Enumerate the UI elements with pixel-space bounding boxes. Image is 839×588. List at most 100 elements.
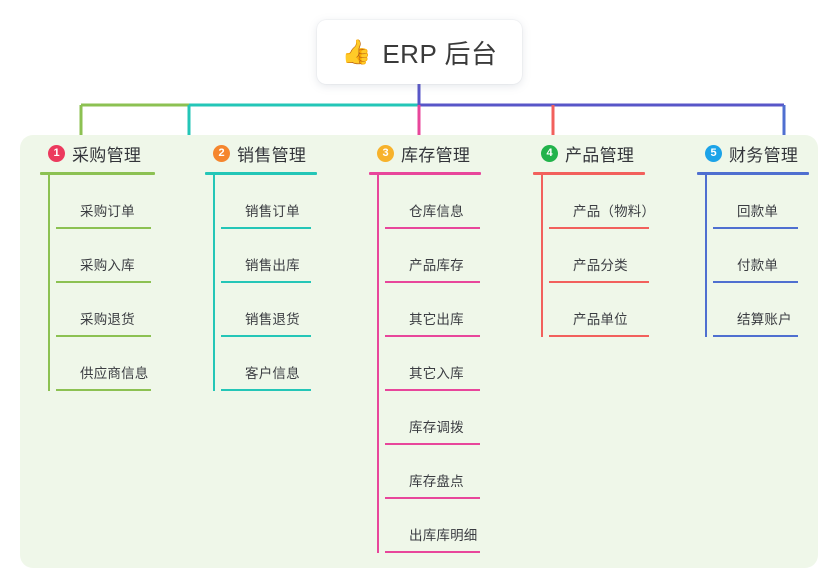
leaf-rule <box>385 389 480 391</box>
leaf-item[interactable]: 销售出库 <box>221 229 317 283</box>
branch-title-1: 采购管理 <box>72 145 142 165</box>
branch-column-3: 3 库存管理仓库信息产品库存其它出库其它入库库存调拨库存盘点出库库明细 <box>369 135 481 553</box>
leaf-rule <box>713 281 798 283</box>
leaf-rule <box>221 335 311 337</box>
leaf-label: 产品库存 <box>409 258 464 273</box>
leaf-label: 销售退货 <box>245 312 300 327</box>
leaf-item[interactable]: 销售订单 <box>221 175 317 229</box>
leaf-rule <box>385 551 480 553</box>
branch-badge-5: 5 <box>705 144 722 162</box>
leaf-label: 付款单 <box>737 258 779 273</box>
root-node-inner: 👍 ERP 后台 <box>341 34 497 71</box>
leaf-item[interactable]: 其它出库 <box>385 283 481 337</box>
leaf-item[interactable]: 产品库存 <box>385 229 481 283</box>
leaf-rule <box>56 227 151 229</box>
leaf-rule <box>549 227 649 229</box>
leaf-label: 其它入库 <box>409 366 464 381</box>
root-node[interactable]: 👍 ERP 后台 <box>317 20 522 84</box>
branch-spine-1 <box>48 175 50 391</box>
leaf-item[interactable]: 仓库信息 <box>385 175 481 229</box>
branch-spine-5 <box>705 175 707 337</box>
leaf-rule <box>221 389 311 391</box>
leaf-rule <box>56 335 151 337</box>
branch-badge-1: 1 <box>48 144 65 162</box>
leaf-item[interactable]: 采购订单 <box>56 175 155 229</box>
leaf-item[interactable]: 出库库明细 <box>385 499 481 553</box>
leaf-item[interactable]: 库存调拨 <box>385 391 481 445</box>
branch-title-3: 库存管理 <box>401 145 471 165</box>
branch-header-2[interactable]: 2 销售管理 <box>205 135 317 171</box>
branches-panel <box>20 135 818 568</box>
leaf-label: 采购退货 <box>80 312 135 327</box>
leaf-label: 回款单 <box>737 204 779 219</box>
leaf-item[interactable]: 付款单 <box>713 229 809 283</box>
branch-spine-4 <box>541 175 543 337</box>
leaf-rule <box>56 281 151 283</box>
branch-header-rule-5 <box>697 172 809 175</box>
leaf-rule <box>549 335 649 337</box>
leaf-label: 供应商信息 <box>80 366 149 381</box>
branch-title-4: 产品管理 <box>565 145 635 165</box>
branch-header-rule-4 <box>533 172 645 175</box>
leaf-label: 采购入库 <box>80 258 135 273</box>
branch-header-rule-2 <box>205 172 317 175</box>
branch-header-4[interactable]: 4 产品管理 <box>533 135 655 171</box>
branch-header-3[interactable]: 3 库存管理 <box>369 135 481 171</box>
leaf-item[interactable]: 采购退货 <box>56 283 155 337</box>
branch-children-5: 回款单付款单结算账户 <box>697 175 809 337</box>
leaf-rule <box>385 227 480 229</box>
branch-badge-4: 4 <box>541 144 558 162</box>
leaf-item[interactable]: 产品（物料） <box>549 175 655 229</box>
branch-column-2: 2 销售管理销售订单销售出库销售退货客户信息 <box>205 135 317 391</box>
leaf-label: 客户信息 <box>245 366 300 381</box>
branch-children-4: 产品（物料） 产品分类产品单位 <box>533 175 655 337</box>
leaf-label: 产品单位 <box>573 312 628 327</box>
branch-children-2: 销售订单销售出库销售退货客户信息 <box>205 175 317 391</box>
branch-badge-3: 3 <box>377 144 394 162</box>
leaf-label: 结算账户 <box>737 312 792 327</box>
leaf-rule <box>221 227 311 229</box>
branch-title-5: 财务管理 <box>729 145 799 165</box>
leaf-item[interactable]: 客户信息 <box>221 337 317 391</box>
leaf-item[interactable]: 采购入库 <box>56 229 155 283</box>
leaf-rule <box>385 281 480 283</box>
branch-children-1: 采购订单采购入库采购退货供应商信息 <box>40 175 155 391</box>
leaf-rule <box>385 443 480 445</box>
leaf-label: 销售出库 <box>245 258 300 273</box>
branch-spine-3 <box>377 175 379 553</box>
leaf-rule <box>713 335 798 337</box>
branch-header-rule-3 <box>369 172 481 175</box>
leaf-rule <box>385 497 480 499</box>
thumbs-up-icon: 👍 <box>341 39 372 66</box>
leaf-label: 产品（物料） <box>573 204 656 219</box>
branch-column-5: 5 财务管理回款单付款单结算账户 <box>697 135 809 337</box>
leaf-item[interactable]: 库存盘点 <box>385 445 481 499</box>
leaf-rule <box>56 389 151 391</box>
leaf-item[interactable]: 供应商信息 <box>56 337 155 391</box>
branch-column-1: 1 采购管理采购订单采购入库采购退货供应商信息 <box>40 135 155 391</box>
branch-title-2: 销售管理 <box>237 145 307 165</box>
leaf-label: 仓库信息 <box>409 204 464 219</box>
branch-badge-2: 2 <box>213 144 230 162</box>
leaf-label: 库存盘点 <box>409 474 464 489</box>
branch-header-1[interactable]: 1 采购管理 <box>40 135 155 171</box>
leaf-rule <box>385 335 480 337</box>
leaf-label: 产品分类 <box>573 258 628 273</box>
leaf-item[interactable]: 其它入库 <box>385 337 481 391</box>
leaf-item[interactable]: 结算账户 <box>713 283 809 337</box>
root-title: ERP 后台 <box>382 38 498 69</box>
leaf-rule <box>221 281 311 283</box>
leaf-item[interactable]: 销售退货 <box>221 283 317 337</box>
leaf-label: 销售订单 <box>245 204 300 219</box>
branch-header-rule-1 <box>40 172 155 175</box>
leaf-rule <box>713 227 798 229</box>
leaf-item[interactable]: 回款单 <box>713 175 809 229</box>
leaf-label: 其它出库 <box>409 312 464 327</box>
leaf-item[interactable]: 产品分类 <box>549 229 655 283</box>
branch-header-5[interactable]: 5 财务管理 <box>697 135 809 171</box>
branch-children-3: 仓库信息产品库存其它出库其它入库库存调拨库存盘点出库库明细 <box>369 175 481 553</box>
leaf-label: 库存调拨 <box>409 420 464 435</box>
branch-spine-2 <box>213 175 215 391</box>
leaf-item[interactable]: 产品单位 <box>549 283 655 337</box>
